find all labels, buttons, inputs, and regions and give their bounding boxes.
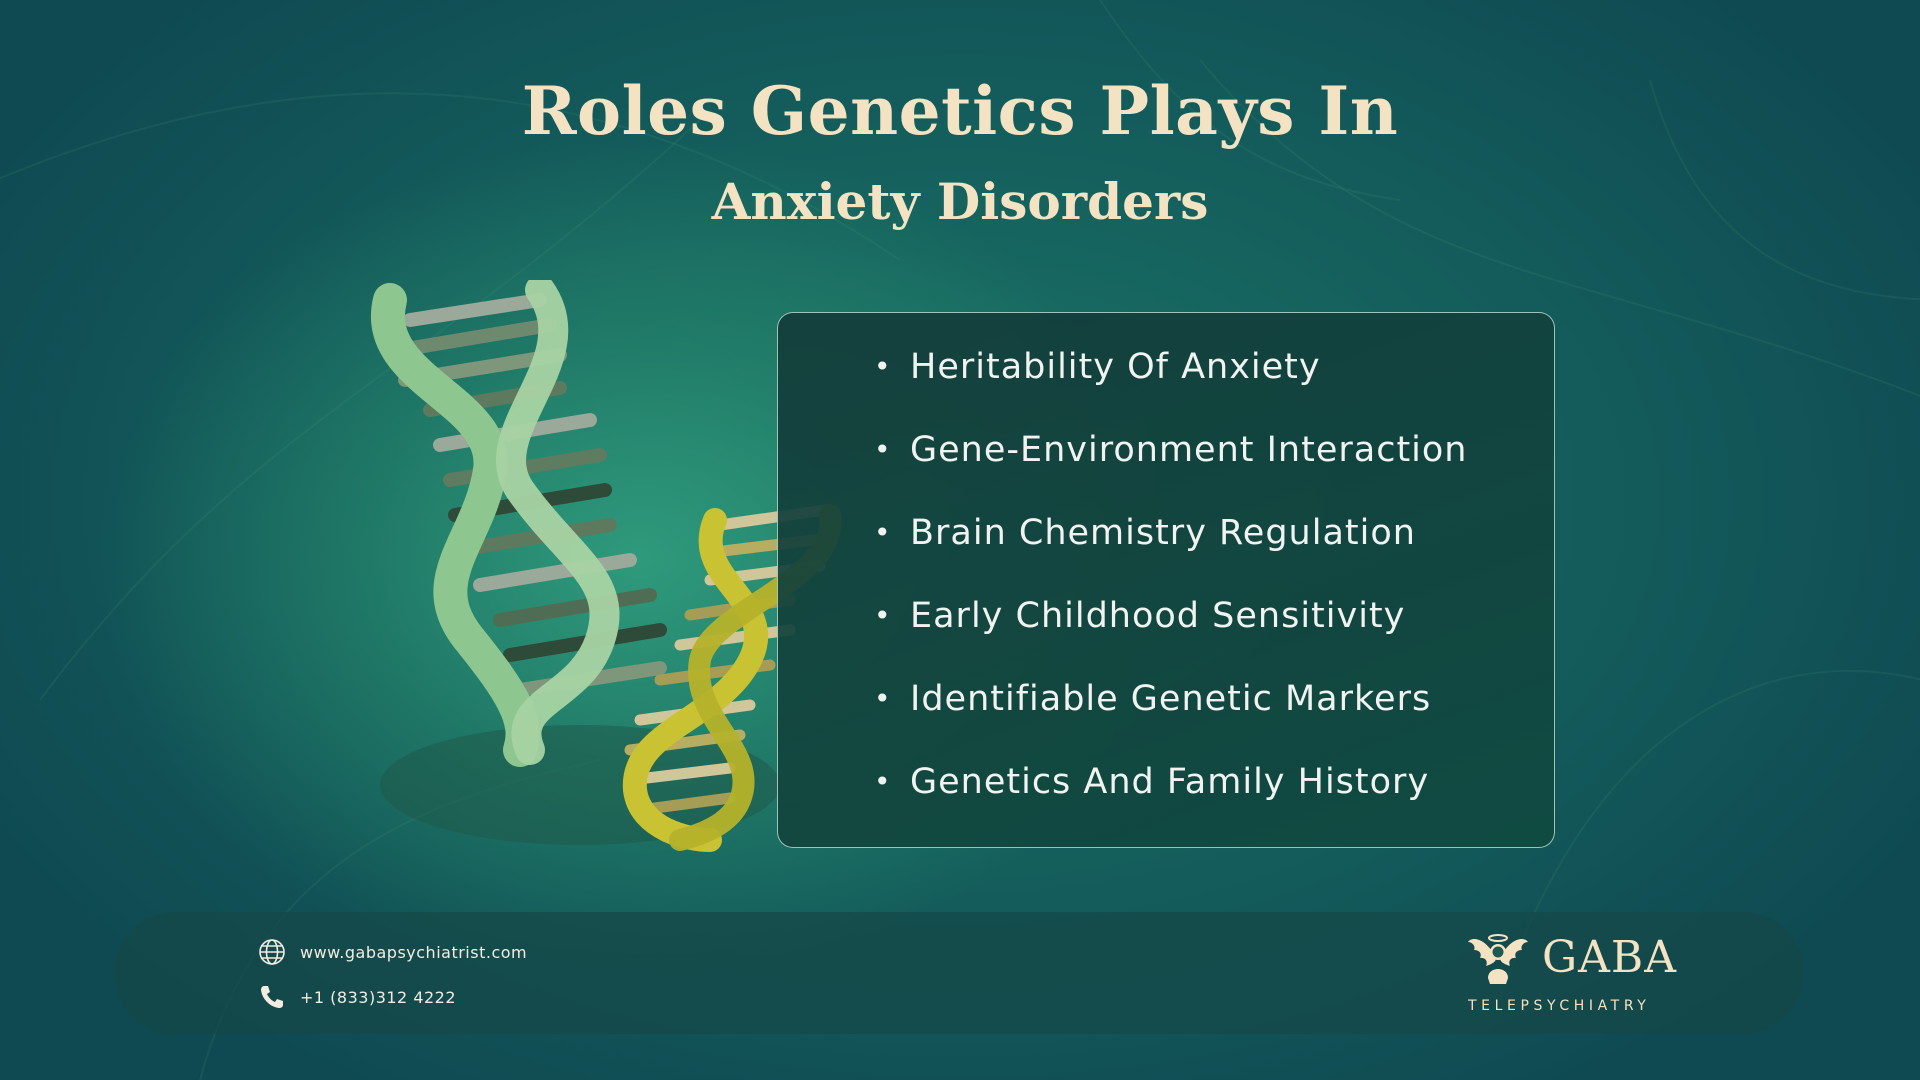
list-item-text: Brain Chemistry Regulation <box>910 513 1416 553</box>
bullet: • <box>874 433 892 466</box>
list-item: • Brain Chemistry Regulation <box>874 512 1468 595</box>
brand-tagline: TELEPSYCHIATRY <box>1468 998 1651 1014</box>
list-item: • Early Childhood Sensitivity <box>874 595 1468 678</box>
footer-bar <box>114 912 1804 1034</box>
bullet: • <box>874 765 892 798</box>
list-item-text: Genetics And Family History <box>910 762 1430 802</box>
website-link[interactable]: www.gabapsychiatrist.com <box>300 942 528 962</box>
list-item: • Identifiable Genetic Markers <box>874 678 1468 761</box>
bullet: • <box>874 682 892 715</box>
angel-logo-icon <box>1468 934 1528 984</box>
phone-row[interactable]: +1 (833)312 4222 <box>258 983 456 1011</box>
list-item-text: Gene-Environment Interaction <box>910 430 1468 470</box>
list-item: • Genetics And Family History <box>874 761 1468 844</box>
list-item: • Heritability Of Anxiety <box>874 346 1468 429</box>
brand-name: GABA <box>1542 932 1678 983</box>
website-row[interactable]: www.gabapsychiatrist.com <box>258 938 527 966</box>
list-item-text: Heritability Of Anxiety <box>910 347 1321 387</box>
bullet: • <box>874 516 892 549</box>
page-subtitle: Anxiety Disorders <box>711 172 1209 231</box>
list-item: • Gene-Environment Interaction <box>874 429 1468 512</box>
bullet: • <box>874 599 892 632</box>
list-item-text: Identifiable Genetic Markers <box>910 679 1432 719</box>
dna-illustration <box>370 280 842 852</box>
page-title: Roles Genetics Plays In <box>521 72 1399 150</box>
bullet: • <box>874 350 892 383</box>
factors-list: • Heritability Of Anxiety • Gene-Environme… <box>874 346 1468 844</box>
factors-panel: • Heritability Of Anxiety • Gene-Environme… <box>777 312 1555 848</box>
phone-icon <box>261 986 283 1008</box>
list-item-text: Early Childhood Sensitivity <box>910 596 1406 636</box>
phone-number[interactable]: +1 (833)312 4222 <box>300 987 457 1007</box>
globe-icon <box>259 939 285 965</box>
